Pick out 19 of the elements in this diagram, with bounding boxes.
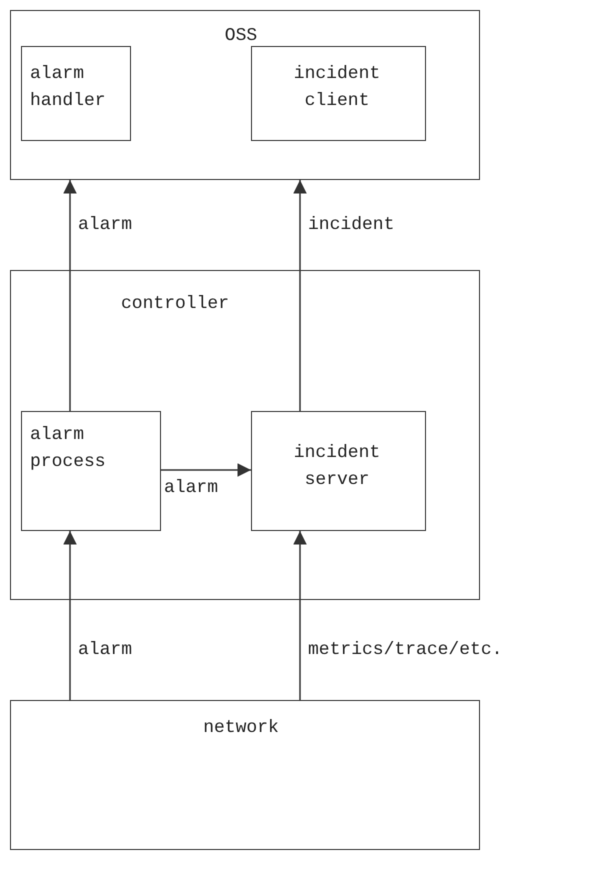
system-box xyxy=(10,700,480,850)
system-box xyxy=(10,10,480,180)
component-box xyxy=(21,411,161,531)
arrow xyxy=(63,180,77,411)
box-label: alarm handler xyxy=(30,63,107,113)
box-label: incident client xyxy=(292,63,382,113)
component-box xyxy=(21,46,131,141)
arrow xyxy=(161,463,251,477)
box-label: incident server xyxy=(292,442,382,492)
box-title: network xyxy=(202,717,280,740)
box-label: alarm process xyxy=(30,424,107,474)
system-box xyxy=(10,270,480,600)
arrow xyxy=(293,531,307,700)
arrow xyxy=(63,531,77,700)
arrow xyxy=(293,180,307,411)
box-title: controller xyxy=(121,293,230,316)
box-title: OSS xyxy=(224,25,258,48)
component-box xyxy=(251,46,426,141)
component-box xyxy=(251,411,426,531)
